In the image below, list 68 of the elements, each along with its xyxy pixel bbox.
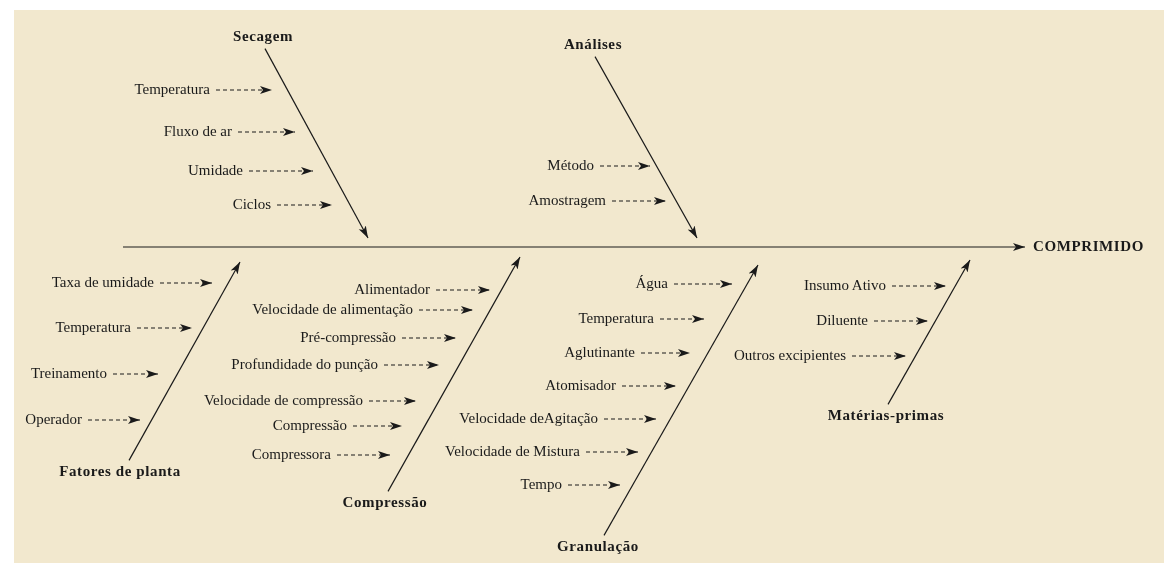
cause-arrow [336, 451, 391, 459]
category-label: Secagem [233, 28, 293, 46]
cause-label: Temperatura [134, 81, 210, 99]
cause-label: Treinamento [30, 365, 107, 383]
cause-arrow [136, 324, 193, 332]
cause-arrow [621, 382, 677, 390]
cause-label: Amostragem [528, 192, 606, 210]
spine-arrow [122, 243, 1026, 251]
cause-label: Aglutinante [564, 344, 635, 362]
category-label: Granulação [557, 538, 639, 556]
cause-label: Temperatura [55, 319, 131, 337]
category-label: Fatores de planta [59, 463, 181, 481]
cause-label: Compressora [251, 446, 331, 464]
cause-arrow [585, 448, 639, 456]
cause-arrow [368, 397, 417, 405]
cause-arrow [599, 162, 651, 170]
cause-label: Operador [25, 411, 82, 429]
cause-label: Taxa de umidade [51, 274, 154, 292]
cause-arrow [418, 306, 474, 314]
cause-arrow [352, 422, 403, 430]
effect-label: COMPRIMIDO [1033, 238, 1144, 256]
cause-arrow [215, 86, 273, 94]
cause-arrow [248, 167, 314, 175]
cause-arrow [640, 349, 691, 357]
cause-arrow [611, 197, 667, 205]
cause-label: Ciclos [232, 196, 271, 214]
cause-arrow [87, 416, 141, 424]
cause-arrow [673, 280, 733, 288]
cause-arrow [159, 279, 213, 287]
cause-arrow [873, 317, 929, 325]
cause-label: Tempo [520, 476, 562, 494]
cause-label: Temperatura [578, 310, 654, 328]
cause-label: Pré-compressão [300, 329, 396, 347]
cause-arrow [237, 128, 296, 136]
cause-label: Profundidade do punção [231, 356, 378, 374]
cause-label: Velocidade de Mistura [445, 443, 580, 461]
cause-label: Outros excipientes [733, 347, 846, 365]
cause-label: Velocidade deAgitação [459, 410, 598, 428]
cause-label: Fluxo de ar [163, 123, 232, 141]
cause-label: Velocidade de alimentação [252, 301, 413, 319]
cause-arrow [567, 481, 621, 489]
cause-label: Compressão [272, 417, 347, 435]
cause-label: Método [547, 157, 594, 175]
cause-label: Velocidade de compressão [203, 392, 363, 410]
cause-arrow [276, 201, 333, 209]
bone-arrow [594, 56, 698, 239]
bone-arrow [887, 259, 971, 405]
cause-arrow [851, 352, 907, 360]
cause-label: Insumo Ativo [803, 277, 886, 295]
category-label: Compressão [342, 494, 428, 512]
cause-label: Umidade [188, 162, 243, 180]
bone-arrow [387, 256, 521, 492]
cause-arrow [435, 286, 491, 294]
bone-arrow [264, 48, 369, 239]
cause-arrow [891, 282, 947, 290]
bone-arrow [128, 261, 241, 461]
category-label: Matérias-primas [827, 407, 945, 425]
cause-label: Alimentador [354, 281, 430, 299]
cause-arrow [112, 370, 159, 378]
bone-arrow [603, 264, 759, 536]
cause-arrow [603, 415, 657, 423]
cause-arrow [383, 361, 440, 369]
cause-label: Diluente [816, 312, 868, 330]
cause-label: Água [635, 275, 668, 293]
cause-arrow [659, 315, 705, 323]
cause-arrow [401, 334, 457, 342]
cause-label: Atomisador [545, 377, 616, 395]
category-label: Análises [563, 36, 623, 54]
